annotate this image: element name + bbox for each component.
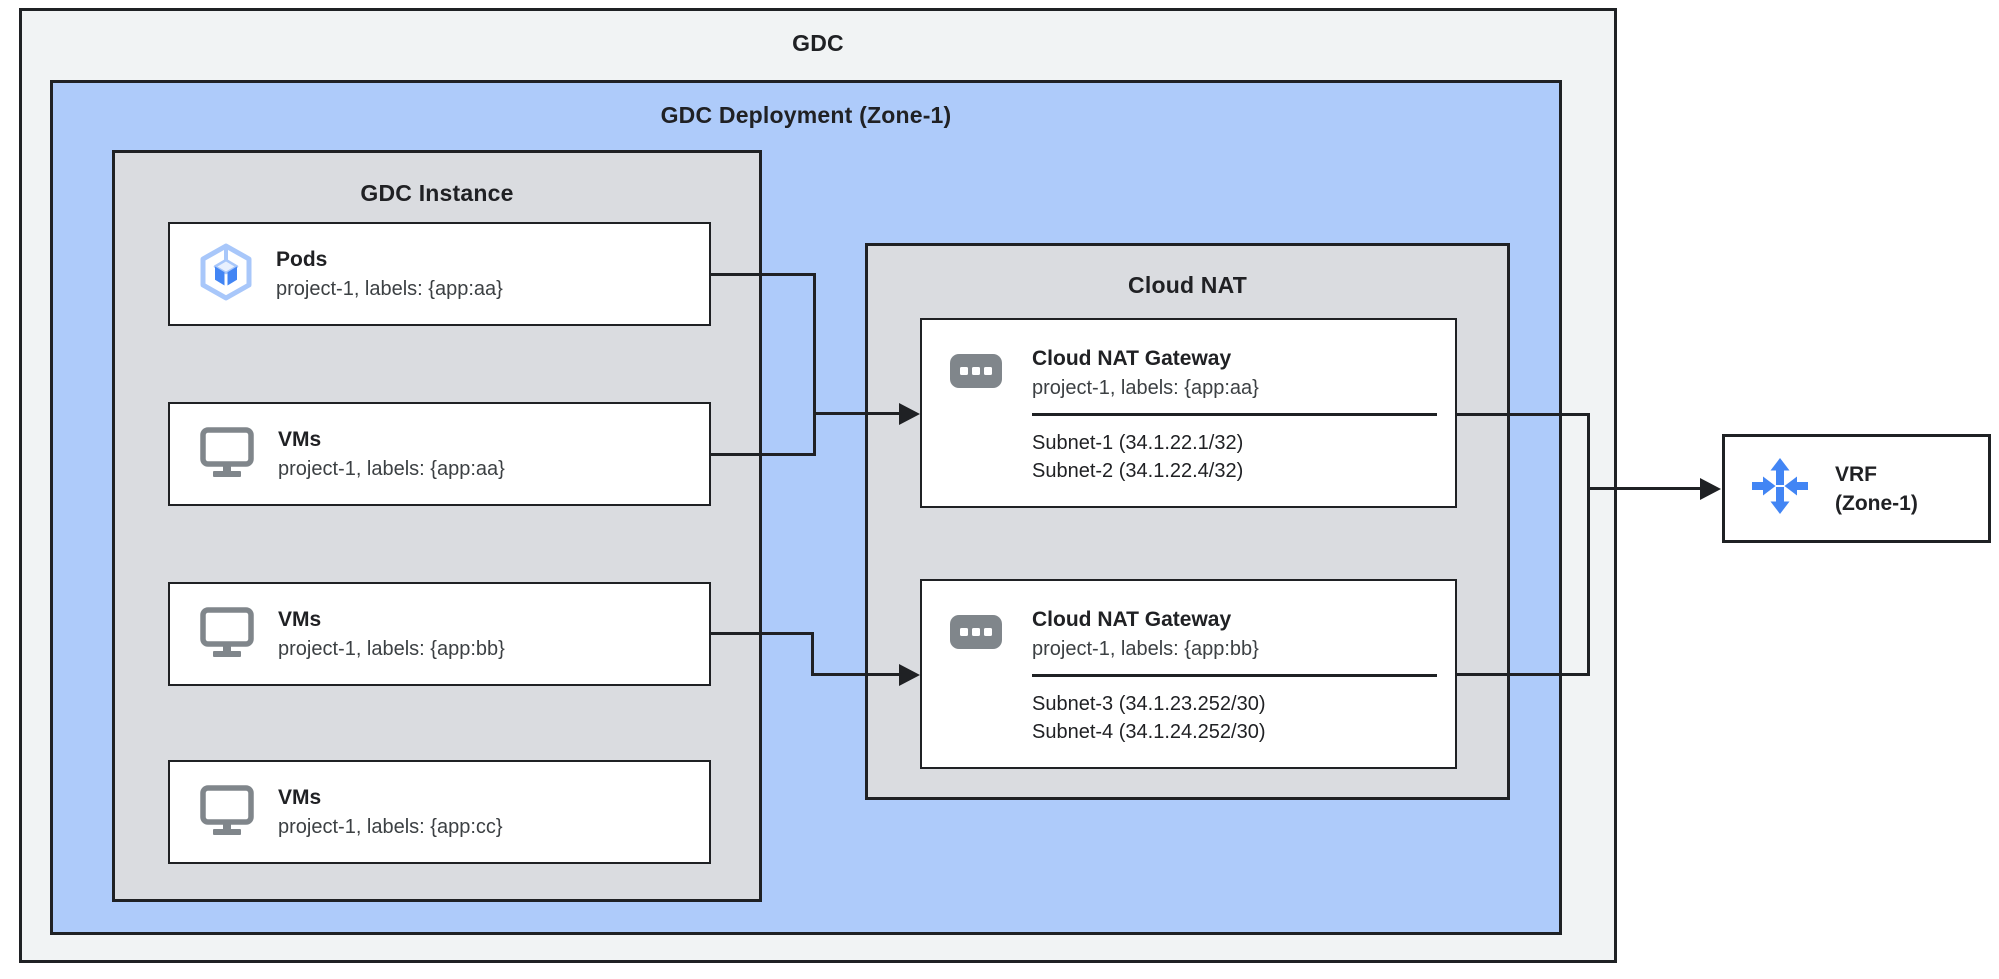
gateway-divider (1032, 413, 1437, 416)
vm-icon (200, 426, 254, 482)
connector-line (711, 453, 816, 456)
arrow-head (899, 663, 920, 686)
vms-title: VMs (278, 608, 322, 631)
vm-icon (200, 784, 254, 840)
connector-line (711, 632, 814, 635)
gateway-divider (1032, 674, 1437, 677)
vms-subtitle: project-1, labels: {app:bb} (278, 638, 505, 660)
gateway-title: Cloud NAT Gateway (1032, 608, 1232, 631)
pods-icon (200, 243, 252, 306)
pods-subtitle: project-1, labels: {app:aa} (276, 278, 503, 300)
cloud-nat-title: Cloud NAT (1128, 272, 1247, 298)
nat-gateway-icon (950, 614, 1002, 654)
cloud-nat-gateway-bb-node: Cloud NAT Gateway project-1, labels: {ap… (920, 579, 1457, 769)
subnet-entry: Subnet-4 (34.1.24.252/30) (1032, 721, 1266, 743)
vms-subtitle: project-1, labels: {app:cc} (278, 816, 503, 838)
subnet-entry: Subnet-3 (34.1.23.252/30) (1032, 693, 1266, 715)
vms-cc-node: VMs project-1, labels: {app:cc} (168, 760, 711, 864)
vrf-zone1-node: VRF (Zone-1) (1722, 434, 1991, 543)
pods-node: Pods project-1, labels: {app:aa} (168, 222, 711, 326)
vms-title: VMs (278, 428, 322, 451)
cloud-nat-gateway-aa-node: Cloud NAT Gateway project-1, labels: {ap… (920, 318, 1457, 508)
gdc-deployment-title: GDC Deployment (Zone-1) (660, 102, 952, 128)
vms-aa-node: VMs project-1, labels: {app:aa} (168, 402, 711, 506)
vms-title: VMs (278, 786, 322, 809)
vrf-title: VRF (1835, 462, 1877, 486)
pods-title: Pods (276, 248, 328, 271)
connector-line (1587, 413, 1590, 676)
connector-line (813, 412, 901, 415)
gdc-instance-title: GDC Instance (360, 180, 514, 206)
connector-line (711, 273, 816, 276)
gateway-subtitle: project-1, labels: {app:bb} (1032, 638, 1259, 660)
gateway-title: Cloud NAT Gateway (1032, 347, 1232, 370)
vm-icon (200, 606, 254, 662)
arrow-head (899, 402, 920, 425)
arrow-head (1700, 477, 1721, 500)
router-icon (1751, 457, 1809, 520)
nat-gateway-icon (950, 353, 1002, 393)
vms-subtitle: project-1, labels: {app:aa} (278, 458, 505, 480)
gateway-subtitle: project-1, labels: {app:aa} (1032, 377, 1259, 399)
connector-line (1587, 487, 1702, 490)
subnet-entry: Subnet-2 (34.1.22.4/32) (1032, 460, 1244, 482)
connector-line (811, 632, 814, 676)
vrf-subtitle: (Zone-1) (1835, 491, 1918, 515)
connector-line (1457, 413, 1590, 416)
connector-line (813, 273, 816, 456)
connector-line (811, 673, 901, 676)
gdc-title: GDC (792, 30, 844, 56)
connector-line (1457, 673, 1590, 676)
subnet-entry: Subnet-1 (34.1.22.1/32) (1032, 432, 1244, 454)
vms-bb-node: VMs project-1, labels: {app:bb} (168, 582, 711, 686)
